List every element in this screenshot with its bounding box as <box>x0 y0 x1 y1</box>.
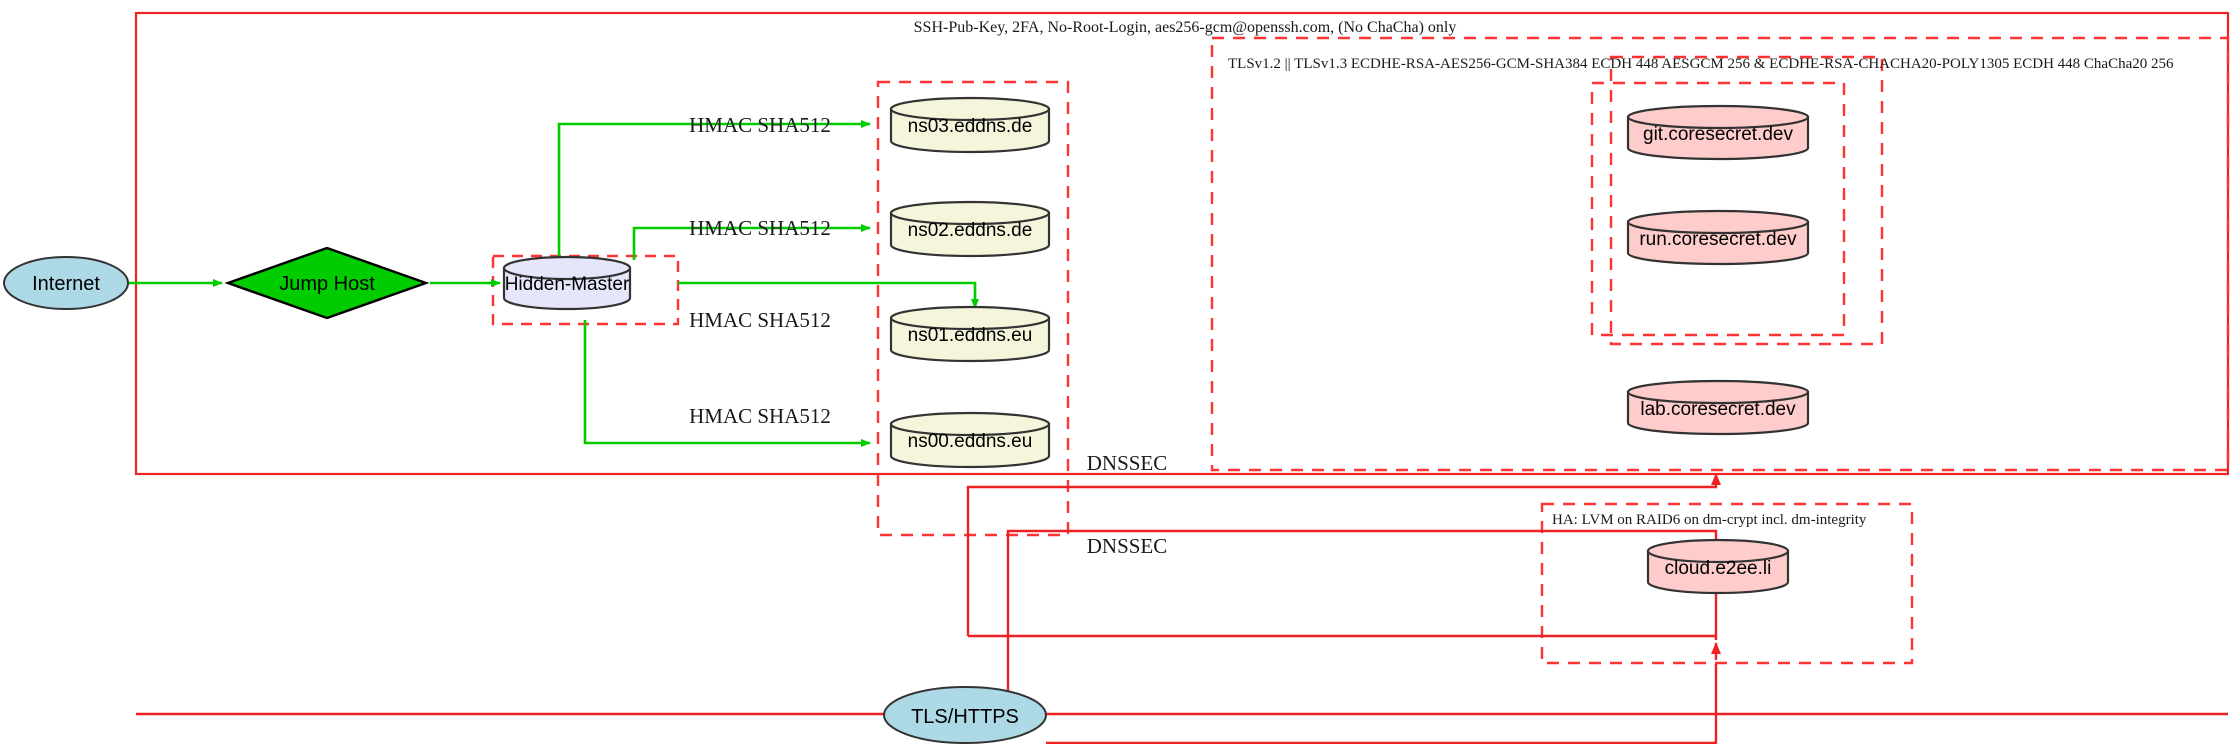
node-jump-host[interactable]: Jump Host <box>224 246 430 320</box>
edge-label-dnssec-upper: DNSSEC <box>1087 451 1168 475</box>
link-master-ns01 <box>678 281 979 309</box>
edge-label-hmac-ns00: HMAC SHA512 <box>689 404 831 428</box>
tls-https-label: TLS/HTTPS <box>911 706 1019 728</box>
ns00-label: ns00.eddns.eu <box>908 431 1033 452</box>
ssh-zone-note: SSH-Pub-Key, 2FA, No-Root-Login, aes256-… <box>914 19 1457 36</box>
node-tls-https[interactable]: TLS/HTTPS <box>883 686 1047 744</box>
link-tlshttps-right <box>1046 664 1718 744</box>
git-top <box>1626 104 1810 130</box>
node-internet[interactable]: Internet <box>3 256 129 310</box>
ns02-top <box>889 200 1051 226</box>
ns02-label: ns02.eddns.de <box>908 220 1033 241</box>
ha-group-boundary <box>1540 502 1914 665</box>
coresecret-group-inner <box>1609 55 1884 346</box>
node-ns03[interactable]: ns03.eddns.de <box>889 96 1051 154</box>
link-dnssec-lower <box>1006 529 1718 714</box>
ns00-body <box>889 422 1051 469</box>
node-ns00[interactable]: ns00.eddns.eu <box>889 411 1051 469</box>
hidden-master-top <box>502 255 632 281</box>
edge-label-dnssec-lower: DNSSEC <box>1087 534 1168 558</box>
ns01-top <box>889 305 1051 331</box>
node-git-coresecret[interactable]: git.coresecret.dev <box>1626 104 1810 161</box>
ssh-zone-boundary <box>134 11 2230 476</box>
cloud-label: cloud.e2ee.li <box>1665 558 1772 579</box>
node-ns01[interactable]: ns01.eddns.eu <box>889 305 1051 363</box>
ha-zone-note: HA: LVM on RAID6 on dm-crypt incl. dm-in… <box>1552 512 1867 528</box>
ns00-top <box>889 411 1051 437</box>
node-cloud-e2ee[interactable]: cloud.e2ee.li <box>1646 538 1790 595</box>
tls-zone-boundary <box>1210 36 2230 472</box>
tls-https-ellipse <box>883 686 1047 744</box>
nameserver-group-boundary <box>876 80 1070 537</box>
lab-top <box>1626 379 1810 405</box>
node-hidden-master[interactable]: Hidden-Master <box>502 255 632 311</box>
internet-label: Internet <box>32 273 100 295</box>
git-label: git.coresecret.dev <box>1643 124 1793 145</box>
internet-ellipse <box>3 256 129 310</box>
ns03-label: ns03.eddns.de <box>908 116 1033 137</box>
node-run-coresecret[interactable]: run.coresecret.dev <box>1626 209 1810 266</box>
edge-label-hmac-ns03: HMAC SHA512 <box>689 113 831 137</box>
edge-label-hmac-ns02: HMAC SHA512 <box>689 216 831 240</box>
run-top <box>1626 209 1810 235</box>
ns01-label: ns01.eddns.eu <box>908 325 1033 346</box>
ns01-body <box>889 316 1051 363</box>
jumphost-label: Jump Host <box>279 273 375 295</box>
tls-zone-note: TLSv1.2 || TLSv1.3 ECDHE-RSA-AES256-GCM-… <box>1228 56 2174 72</box>
coresecret-group-outer <box>1590 81 1846 337</box>
node-lab-coresecret[interactable]: lab.coresecret.dev <box>1626 379 1810 436</box>
run-label: run.coresecret.dev <box>1639 229 1797 250</box>
jumphost-diamond <box>224 246 430 320</box>
ns03-top <box>889 96 1051 122</box>
link-dnssec-upper <box>966 473 1721 636</box>
edge-label-hmac-ns01: HMAC SHA512 <box>689 308 831 332</box>
link-master-ns02 <box>632 224 871 260</box>
hidden-master-label: Hidden-Master <box>505 274 630 295</box>
link-master-ns00 <box>583 320 871 447</box>
cloud-top <box>1646 538 1790 564</box>
ns03-body <box>889 107 1051 154</box>
link-master-ns03 <box>557 120 871 260</box>
lab-label: lab.coresecret.dev <box>1640 399 1796 420</box>
node-ns02[interactable]: ns02.eddns.de <box>889 200 1051 258</box>
ns02-body <box>889 211 1051 258</box>
